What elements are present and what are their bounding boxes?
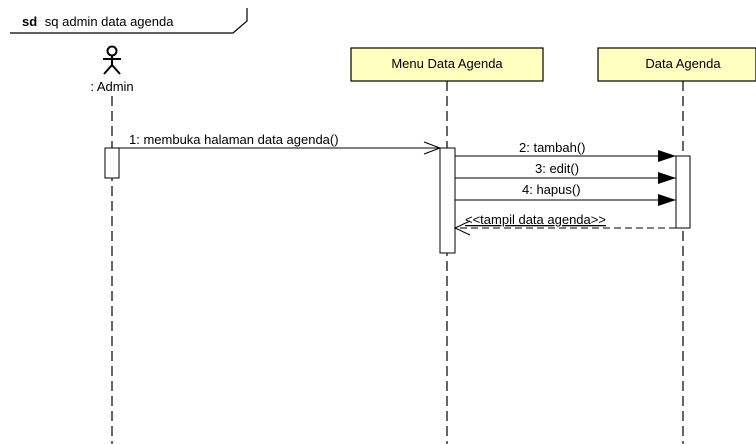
message-3-label: 3: edit() — [535, 161, 579, 176]
message-3-arrowhead — [658, 172, 676, 184]
message-1: 1: membuka halaman data agenda() — [119, 132, 442, 155]
frame-header: sd sq admin data agenda — [10, 8, 248, 34]
message-2: 2: tambah() — [455, 140, 676, 162]
lifeline-label-menu: Menu Data Agenda — [391, 56, 503, 71]
actor-icon — [103, 45, 121, 75]
frame-tab-border — [10, 8, 248, 34]
message-2-arrowhead — [658, 150, 676, 162]
message-4: 4: hapus() — [455, 182, 676, 206]
message-2-label: 2: tambah() — [519, 140, 585, 155]
message-5-label: <<tampil data agenda>> — [465, 212, 606, 227]
frame-title: sd sq admin data agenda — [22, 14, 174, 29]
frame-name: sq admin data agenda — [45, 14, 174, 29]
lifeline-label-data: Data Agenda — [645, 56, 721, 71]
lifeline-box-data — [597, 47, 756, 82]
message-5-return: <<tampil data agenda>> — [453, 212, 676, 236]
lifeline-data: Data Agenda — [597, 47, 756, 444]
lifeline-admin: : Admin — [90, 45, 134, 444]
activation-admin — [104, 147, 120, 179]
lifeline-label-admin: : Admin — [90, 79, 133, 94]
activation-data — [675, 155, 691, 229]
lifeline-box-menu — [350, 47, 544, 82]
activation-menu — [439, 147, 456, 254]
message-1-label: 1: membuka halaman data agenda() — [129, 132, 339, 147]
message-3: 3: edit() — [455, 161, 676, 184]
message-1-arrowhead — [423, 141, 442, 155]
message-4-arrowhead — [658, 194, 676, 206]
message-5-arrowhead — [453, 220, 471, 236]
frame-keyword: sd — [22, 14, 37, 29]
lifeline-menu: Menu Data Agenda — [350, 47, 544, 444]
message-4-label: 4: hapus() — [522, 182, 581, 197]
